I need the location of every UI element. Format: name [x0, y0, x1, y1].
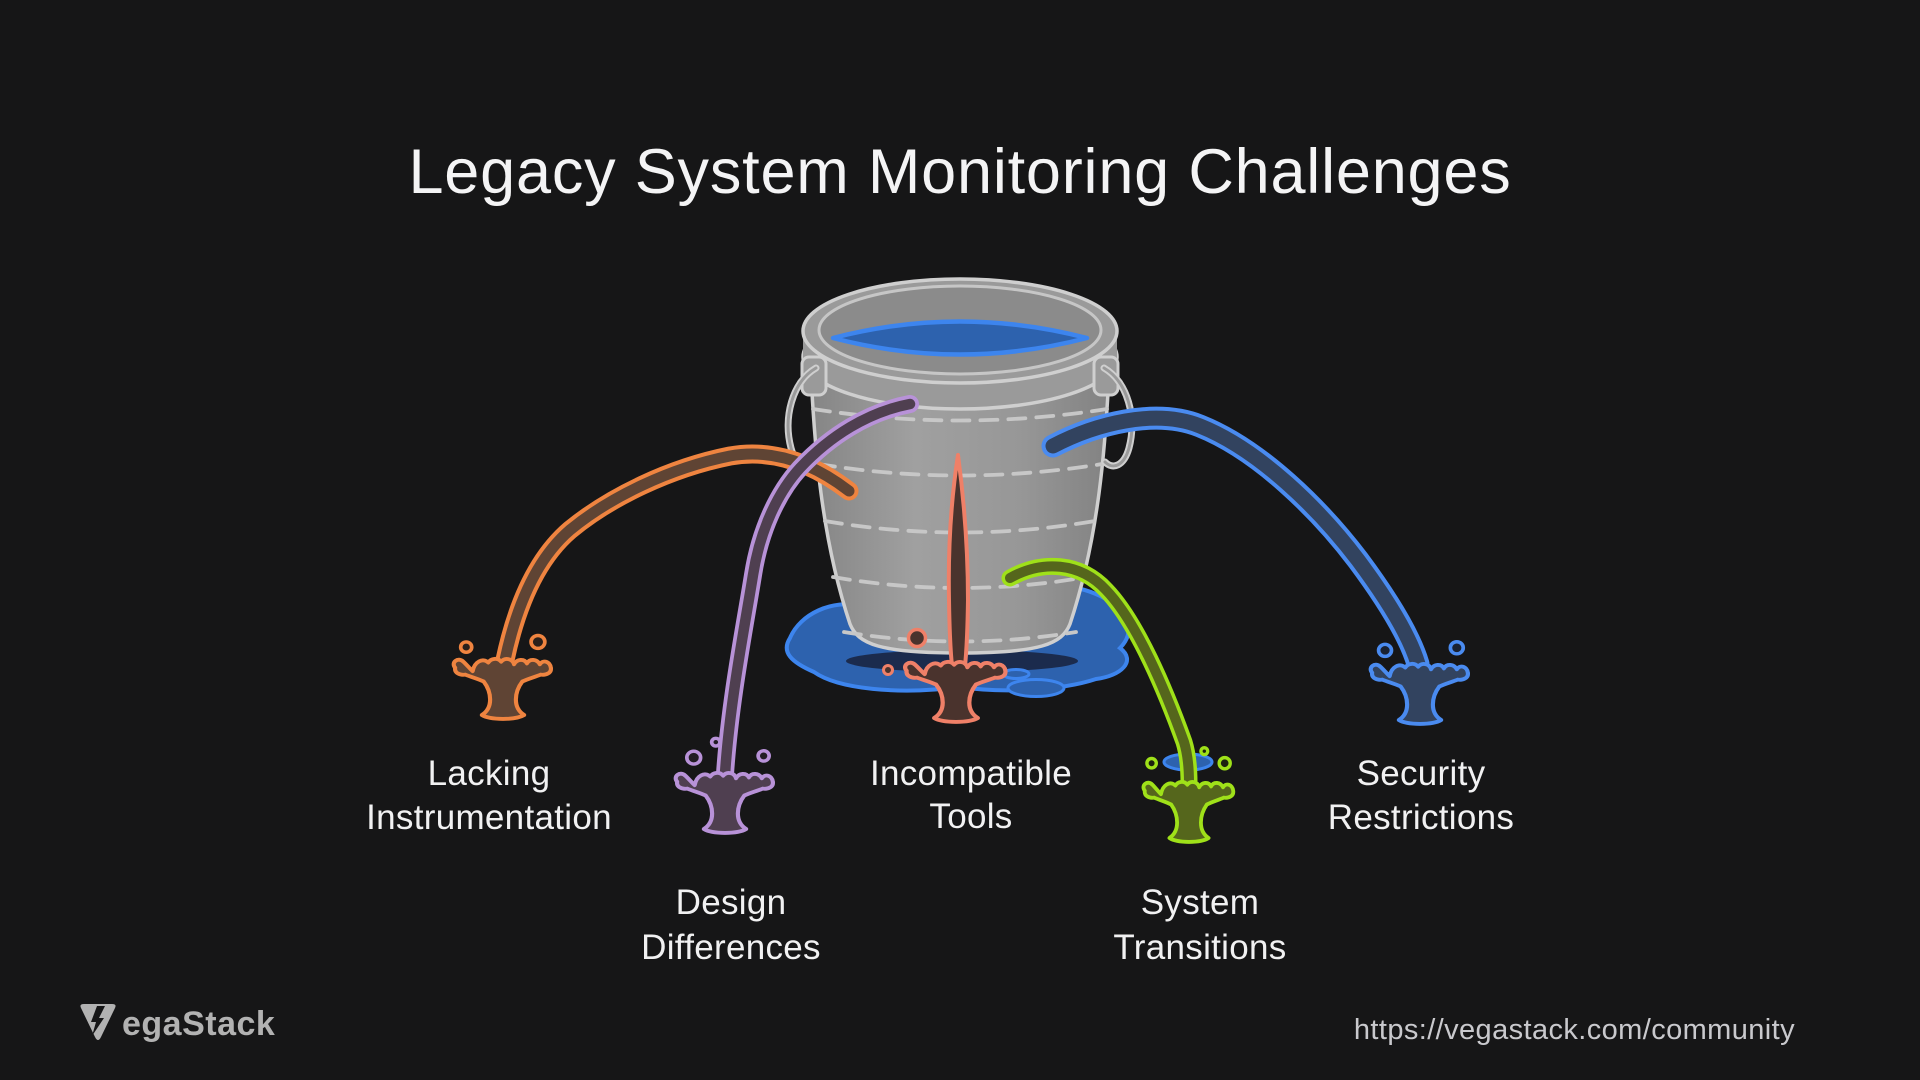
splash-orange-droplet-2 — [529, 633, 547, 651]
splash-orange — [454, 633, 551, 718]
page-title: Legacy System Monitoring Challenges — [408, 137, 1511, 207]
label-system-transitions: System Transitions — [1113, 883, 1286, 967]
challenge-labels: Lacking Instrumentation Design Differenc… — [366, 754, 1514, 967]
label-line: Differences — [641, 928, 821, 967]
splash-blue-droplet-2 — [1448, 640, 1466, 656]
stream-purple-fill — [719, 398, 916, 780]
splash-green-droplet-1 — [1145, 756, 1158, 770]
splash-green-droplet-2 — [1199, 745, 1210, 757]
splash-purple-droplet-1 — [684, 749, 703, 766]
label-line: Transitions — [1113, 928, 1286, 967]
community-url: https://vegastack.com/community — [1354, 1014, 1795, 1046]
leak-drop-large — [906, 627, 928, 649]
handle-wire-right-core — [1102, 366, 1134, 468]
bolt-cutout — [91, 1006, 105, 1036]
splash-blue-droplet-1 — [1376, 642, 1394, 659]
label-line: System — [1141, 883, 1260, 922]
level-line-1 — [811, 407, 1109, 423]
label-incompatible-tools: Incompatible Tools — [870, 754, 1072, 836]
leak-drop-small — [882, 664, 894, 676]
water-surface — [830, 319, 1090, 357]
splash-green-droplet-3 — [1217, 755, 1232, 771]
stream-design-differences — [716, 395, 919, 783]
label-line: Instrumentation — [366, 798, 612, 837]
label-line: Lacking — [428, 754, 551, 793]
stream-system-transitions — [1001, 557, 1198, 792]
level-line-3 — [823, 519, 1097, 535]
splash-purple — [676, 736, 773, 833]
splash-purple-droplet-2 — [709, 736, 722, 748]
label-line: Incompatible — [870, 754, 1072, 793]
splash-blue — [1371, 640, 1468, 724]
splash-green — [1141, 745, 1236, 844]
stream-security-restrictions — [1041, 406, 1430, 676]
stream-green-fill — [1005, 561, 1194, 788]
puddle-blob-medium — [1006, 678, 1066, 698]
label-line: Tools — [929, 797, 1012, 836]
label-line: Restrictions — [1328, 798, 1514, 837]
label-line: Security — [1357, 754, 1486, 793]
stream-lacking-instrumentation — [495, 444, 859, 670]
label-line: Design — [676, 883, 787, 922]
splashes — [454, 633, 1468, 844]
splash-orange-droplet-1 — [458, 640, 474, 654]
label-design-differences: Design Differences — [641, 883, 821, 967]
brand-logo: egaStack — [80, 1004, 275, 1043]
leak-streams — [495, 395, 1430, 792]
splash-purple-droplet-3 — [756, 749, 772, 763]
brand-logo-text: egaStack — [122, 1005, 275, 1043]
stream-orange-fill — [499, 448, 855, 666]
stream-blue-fill — [1045, 410, 1426, 672]
label-lacking-instrumentation: Lacking Instrumentation — [366, 754, 612, 837]
vegastack-bolt-icon — [80, 1004, 116, 1040]
label-security-restrictions: Security Restrictions — [1328, 754, 1514, 837]
